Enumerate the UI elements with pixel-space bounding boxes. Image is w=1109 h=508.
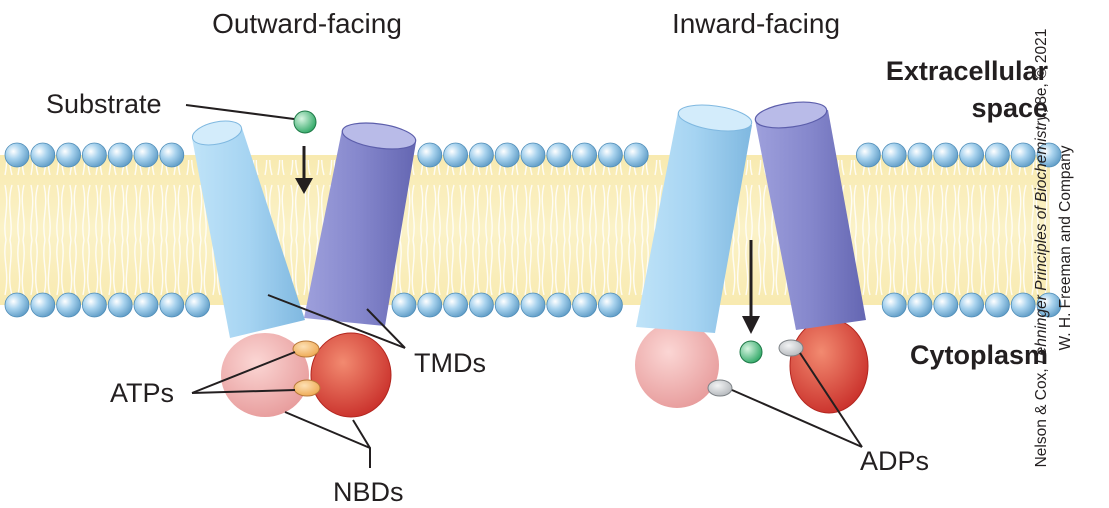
lipid-head (133, 142, 159, 168)
lipid-head (159, 292, 185, 318)
inward-facing-title: Inward-facing (672, 8, 840, 39)
lipid-head (494, 292, 520, 318)
substrate-icon (293, 110, 317, 134)
lipid-bilayer (0, 142, 1062, 318)
cytoplasm-label: Cytoplasm (910, 340, 1048, 370)
lipid-head (985, 292, 1010, 318)
leader-tmd-2 (366, 308, 406, 349)
lipid-head (856, 142, 881, 168)
lipid-head (572, 292, 597, 318)
tmd-dark-left-top (341, 122, 417, 150)
atps-label: ATPs (110, 378, 174, 408)
lipid-head (107, 142, 133, 168)
lipid-head (546, 292, 572, 318)
leader-substrate (185, 104, 295, 120)
lipid-head (881, 292, 907, 318)
extracellular-label-line1: Extracellular (886, 56, 1049, 86)
substrate-label: Substrate (46, 89, 162, 119)
tmd-light-right-top (677, 104, 753, 132)
nbds-label: NBDs (333, 477, 404, 507)
leader-adp-1 (731, 389, 863, 448)
outward-facing-title: Outward-facing (212, 8, 402, 39)
lipid-head (933, 142, 959, 168)
leader-atp-1 (191, 351, 296, 394)
tmd-light-left-top (191, 120, 243, 146)
lipid-heads-top (4, 142, 1062, 168)
lipid-head (82, 142, 107, 168)
lipid-head (933, 292, 959, 318)
lipid-head (133, 292, 159, 318)
lipid-head (907, 142, 933, 168)
tmd-light-left (192, 128, 305, 338)
lipid-head (185, 292, 211, 318)
atp-icon-2 (293, 379, 321, 397)
lipid-head (391, 292, 417, 318)
lipid-head (985, 142, 1010, 168)
lipid-head (1036, 142, 1062, 168)
credit-line-1: Nelson & Cox, Lehninger Principles of Bi… (1033, 28, 1050, 468)
lipid-head (494, 142, 520, 168)
nbd-pink-right (635, 322, 719, 408)
lipid-head (959, 142, 984, 168)
lipid-head (598, 142, 623, 168)
lipid-head (1036, 292, 1062, 318)
lipid-head (598, 292, 623, 318)
leader-nbd (284, 411, 371, 468)
lipid-head (468, 142, 494, 168)
lipid-head (572, 142, 597, 168)
lipid-head (443, 292, 469, 318)
lipid-head (4, 142, 30, 168)
lipid-head (1010, 292, 1036, 318)
tmd-dark-left (304, 130, 416, 326)
copyright-credit: Nelson & Cox, Lehninger Principles of Bi… (1030, 6, 1090, 506)
lipid-tails (0, 160, 1050, 298)
lipid-head (907, 292, 933, 318)
lipid-head (468, 292, 494, 318)
extracellular-label-line2: space (971, 93, 1048, 123)
nbd-red-left (310, 332, 392, 418)
lipid-head (443, 142, 469, 168)
lipid-head (159, 142, 185, 168)
lipid-head (56, 292, 81, 318)
arrow-down-icon (742, 240, 760, 334)
credit-line-2: W. H. Freeman and Company (1057, 145, 1074, 351)
atp-icon-1 (292, 340, 320, 358)
lipid-head (417, 142, 443, 168)
arrow-down-icon (295, 146, 313, 194)
leader-atp-2 (191, 389, 296, 394)
lipid-head (30, 292, 56, 318)
adps-label: ADPs (860, 446, 929, 476)
lipid-head (417, 292, 443, 318)
lipid-head (1010, 142, 1036, 168)
lipid-head (56, 142, 81, 168)
nbd-red-right (789, 318, 869, 414)
leader-lines (185, 104, 863, 468)
lipid-head (959, 292, 984, 318)
lipid-head (520, 142, 546, 168)
tmds-label: TMDs (414, 348, 486, 378)
substrate-icon (739, 340, 763, 364)
leader-tmd-1 (267, 294, 406, 349)
lipid-head (623, 142, 649, 168)
lipid-head (520, 292, 546, 318)
outward-facing-transporter (191, 110, 417, 418)
adp-icon-2 (707, 379, 733, 397)
tmd-dark-right-top (754, 101, 828, 129)
lipid-head (82, 292, 107, 318)
lipid-head (881, 142, 907, 168)
lipid-head (546, 142, 572, 168)
lipid-head (4, 292, 30, 318)
tmd-dark-right (755, 110, 866, 330)
lipid-head (107, 292, 133, 318)
nbd-pink-left (221, 333, 309, 417)
lipid-heads-bottom (4, 292, 1062, 318)
leader-adp-2 (799, 352, 863, 448)
lipid-head (30, 142, 56, 168)
inward-facing-transporter (635, 101, 869, 414)
tmd-light-right (636, 112, 752, 333)
adp-icon-1 (778, 339, 804, 357)
